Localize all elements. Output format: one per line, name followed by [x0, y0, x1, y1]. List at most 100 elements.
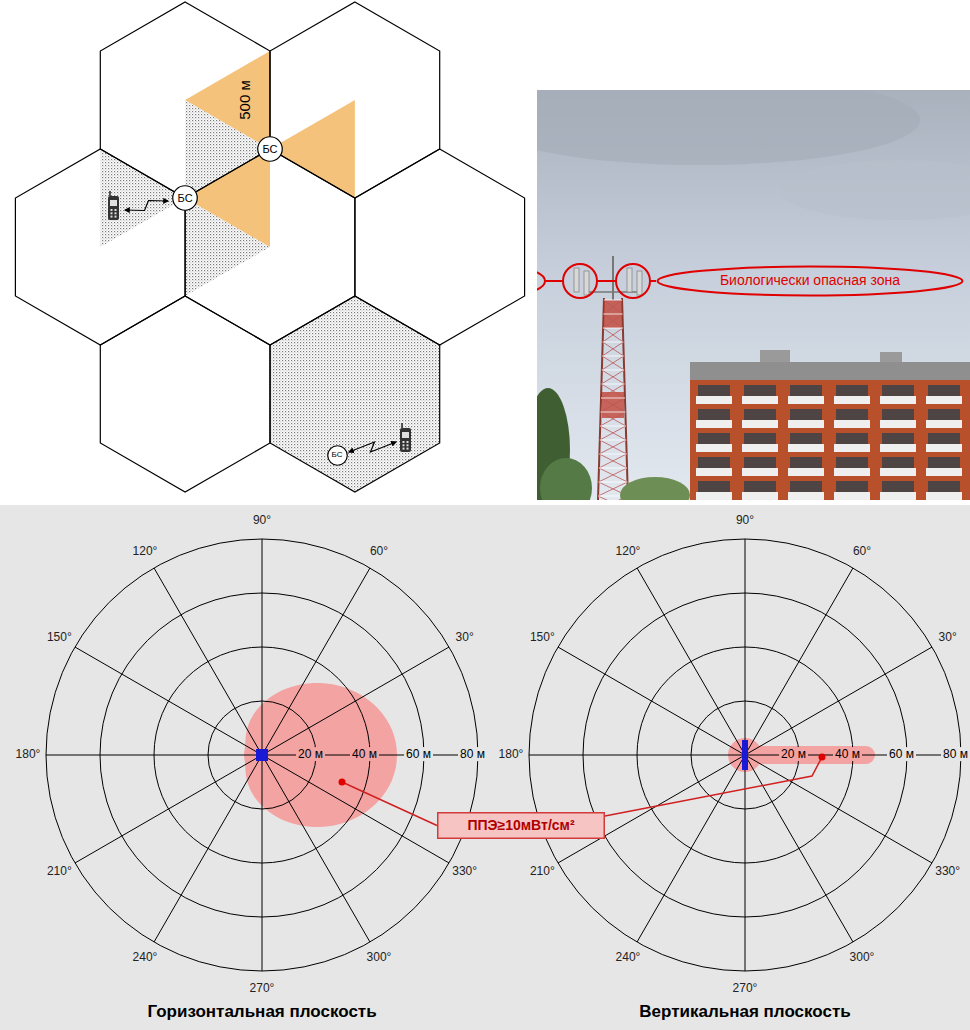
base-station-circle: БС [257, 136, 283, 162]
label-text: 20 м [779, 747, 808, 761]
angle-label: 60° [851, 545, 873, 559]
label-text: Горизонтальная плоскость [145, 1002, 378, 1021]
polar-plot [529, 539, 961, 971]
range-ring [46, 539, 478, 971]
range-ring [529, 539, 961, 971]
angle-label: 90° [251, 514, 273, 528]
hex-cell [100, 296, 270, 492]
cell-diagram [15, 2, 524, 492]
radio-link-symbol [125, 201, 168, 211]
distance-label: 40 м [350, 748, 379, 762]
angle-label: 150° [528, 631, 557, 645]
distance-label: 20 м [296, 748, 325, 762]
antenna [637, 271, 642, 295]
hex-cell [355, 149, 525, 345]
label-text: 300° [848, 950, 877, 964]
distance-label: 60 м [404, 748, 433, 762]
label-text: 60 м [404, 747, 433, 761]
label-text: 210° [45, 864, 74, 878]
label-text: 80 м [458, 747, 487, 761]
distance-label: 80 м [941, 748, 970, 762]
cloud [537, 90, 920, 165]
hazard-markings [537, 264, 656, 298]
node-text: БС [332, 451, 343, 460]
tower [574, 256, 642, 500]
angle-label: 90° [734, 514, 756, 528]
orange-sector [185, 51, 270, 149]
base-station-circle: БС [172, 185, 198, 211]
label-text: 90° [734, 513, 756, 527]
antenna [574, 268, 579, 292]
pointer-dot [819, 754, 826, 761]
label-text: 80 м [941, 747, 970, 761]
label-text: 500 м [236, 78, 253, 122]
hex-cell [100, 2, 270, 198]
label-text: 270° [731, 981, 760, 995]
tower-photo [537, 90, 970, 500]
node-text: БС [262, 143, 277, 155]
plot-caption: Вертикальная плоскость [637, 1002, 852, 1022]
label-text: 20 м [296, 747, 325, 761]
angle-spoke [154, 568, 370, 942]
label-text: 270° [248, 981, 277, 995]
cloud [780, 160, 970, 220]
leader-line [342, 782, 437, 826]
label-text: 30° [937, 630, 959, 644]
label-text: 180° [497, 747, 526, 761]
label-text: 60° [368, 544, 390, 558]
plot-caption: Горизонтальная плоскость [145, 1002, 378, 1022]
label-text: 120° [131, 544, 160, 558]
label-text: 120° [614, 544, 643, 558]
phone-icon [400, 423, 411, 452]
label-text: 150° [528, 630, 557, 644]
angle-label: 300° [848, 951, 877, 965]
angle-spoke [75, 647, 449, 863]
label-text: 30° [454, 630, 476, 644]
angle-label: 300° [365, 951, 394, 965]
label-text: 330° [450, 864, 479, 878]
node-text: Биологически опасная зона [720, 273, 900, 288]
antenna [584, 271, 589, 295]
radiation-pattern [244, 683, 397, 827]
angle-label: 180° [497, 748, 526, 762]
angle-label: 60° [368, 545, 390, 559]
antenna-marker [256, 749, 268, 761]
angle-spoke [558, 647, 932, 863]
phone-icon [108, 191, 119, 220]
node-text: БС [178, 192, 193, 204]
node-text: ППЭ≥10мВт/см² [467, 818, 574, 833]
base-station-circle: БС [327, 445, 348, 466]
radio-link-symbol [349, 442, 396, 452]
leader-line [605, 757, 822, 816]
antenna-marker [742, 740, 748, 770]
label-text: 180° [14, 747, 43, 761]
tree [540, 458, 592, 500]
label-text: 240° [614, 950, 643, 964]
angle-label: 30° [454, 631, 476, 645]
polar-plot [46, 539, 478, 971]
hex-cell [15, 149, 185, 345]
label-text: 150° [45, 630, 74, 644]
label-text: 300° [365, 950, 394, 964]
angle-label: 210° [45, 865, 74, 879]
angle-label: 330° [933, 865, 962, 879]
label-text: 240° [131, 950, 160, 964]
distance-label: 20 м [779, 748, 808, 762]
label-text: 60° [851, 544, 873, 558]
distance-label: 80 м [458, 748, 487, 762]
hazard-zone-ellipse: Биологически опасная зона [656, 265, 964, 297]
dimension-label: 500 м [236, 78, 253, 122]
angle-label: 240° [614, 951, 643, 965]
angle-label: 120° [131, 545, 160, 559]
angle-label: 270° [731, 982, 760, 996]
distance-label: 60 м [887, 748, 916, 762]
building [690, 350, 970, 500]
angle-label: 330° [450, 865, 479, 879]
hex-cell [270, 296, 440, 492]
dotted-sector [270, 296, 440, 492]
antenna [627, 268, 632, 292]
angle-spoke [637, 568, 853, 942]
label-text: 60 м [887, 747, 916, 761]
label-text: 40 м [833, 747, 862, 761]
pointer-dot [339, 779, 346, 786]
